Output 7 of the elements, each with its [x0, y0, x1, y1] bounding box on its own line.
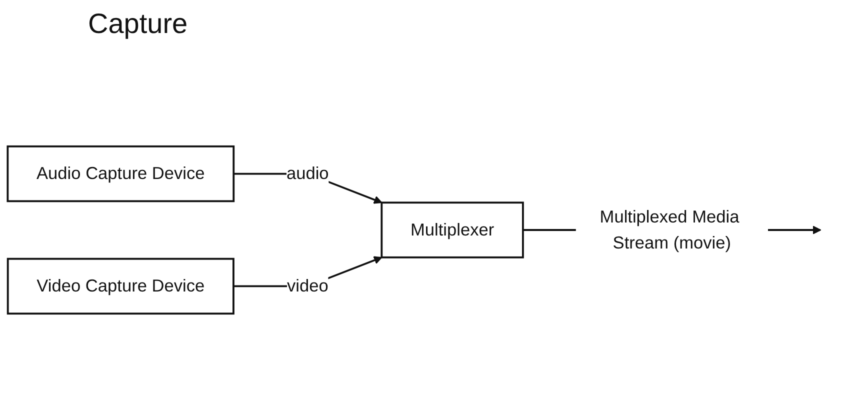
- diagram-title: Capture: [88, 8, 188, 40]
- edge-label: video: [286, 276, 328, 296]
- edge-label: audio: [286, 164, 329, 183]
- node-box: Video Capture Device: [6, 258, 234, 315]
- node-box: Multiplexer: [380, 202, 524, 258]
- edge-label: Multiplexed Media Stream (movie): [600, 206, 740, 252]
- node-box: Audio Capture Device: [6, 145, 235, 202]
